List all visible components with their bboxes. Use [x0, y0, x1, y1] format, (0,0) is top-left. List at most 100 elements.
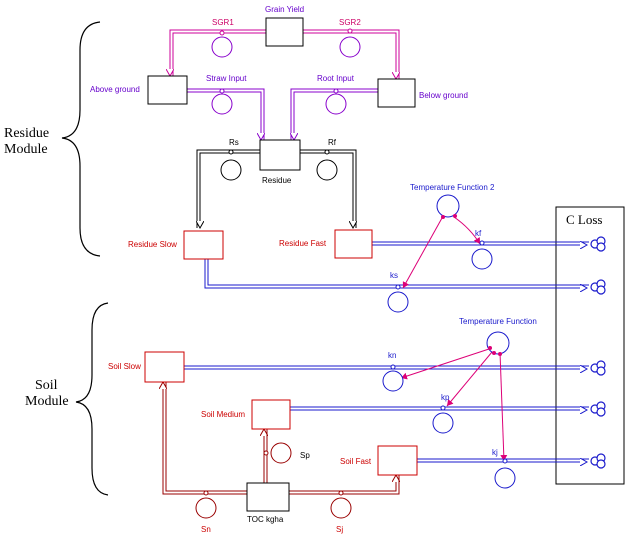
- c-loss-label: C Loss: [566, 212, 602, 227]
- kp-converter[interactable]: [432, 412, 454, 434]
- kp-label: kp: [441, 393, 450, 402]
- residue-slow-label: Residue Slow: [128, 240, 177, 249]
- connector-tf2-to-kf: [453, 216, 481, 245]
- valve-icon: [324, 149, 330, 155]
- rf-label: Rf: [328, 138, 337, 147]
- toc-stock[interactable]: [246, 482, 290, 512]
- flow-toc-to-soil-slow: [165, 382, 247, 492]
- valve-icon: [228, 149, 234, 155]
- above-ground-label: Above ground: [90, 85, 140, 94]
- rs-converter[interactable]: [220, 159, 242, 181]
- connector-tf-to-kp: [446, 351, 493, 407]
- straw-input-converter[interactable]: [211, 93, 233, 115]
- flow-residue-slow-to-closs-inner: [207, 259, 589, 286]
- sgr2-converter[interactable]: [339, 36, 361, 58]
- soil-fast-stock[interactable]: [377, 445, 418, 476]
- flow-below-to-residue: [290, 88, 378, 140]
- valve-icon: [338, 490, 344, 496]
- valve-icon: [219, 30, 225, 36]
- temperature-function-converter[interactable]: [486, 331, 510, 355]
- sp-converter[interactable]: [270, 442, 292, 464]
- residue-fast-stock[interactable]: [334, 229, 373, 259]
- sgr1-converter[interactable]: [211, 36, 233, 58]
- sn-label: Sn: [201, 525, 211, 534]
- root-input-converter[interactable]: [325, 93, 347, 115]
- below-ground-stock[interactable]: [377, 78, 416, 108]
- valve-icon: [203, 490, 209, 496]
- residue-slow-stock[interactable]: [183, 230, 224, 260]
- above-ground-stock[interactable]: [147, 75, 188, 105]
- valve-icon: [479, 240, 485, 246]
- kn-converter[interactable]: [382, 370, 404, 392]
- soil-module-brace: [75, 302, 109, 496]
- cloud-icon: [590, 401, 606, 417]
- sj-converter[interactable]: [330, 497, 352, 519]
- connector-node-icon: [498, 352, 502, 356]
- flow-residue-to-slow-inner: [200, 152, 260, 228]
- valve-icon: [347, 28, 353, 34]
- grain-yield-label: Grain Yield: [265, 5, 304, 14]
- straw-input-label: Straw Input: [206, 74, 247, 83]
- soil-module-label-line2: Module: [25, 394, 69, 409]
- temperature-function-label: Temperature Function: [459, 317, 537, 326]
- ks-converter[interactable]: [387, 291, 409, 313]
- connector-node-icon: [441, 215, 445, 219]
- connector-tf2-to-ks: [402, 217, 443, 289]
- soil-slow-label: Soil Slow: [108, 362, 141, 371]
- soil-medium-label: Soil Medium: [201, 410, 245, 419]
- valve-icon: [390, 364, 396, 370]
- kf-label: kf: [475, 229, 482, 238]
- flow-toc-to-soil-fast: [289, 475, 396, 492]
- kf-converter[interactable]: [471, 248, 493, 270]
- cloud-icon: [590, 279, 606, 295]
- flow-toc-to-soil-slow-inner: [163, 382, 247, 495]
- connector-node-icon: [488, 346, 492, 350]
- flow-residue-to-fast: [300, 149, 357, 228]
- flow-above-to-residue-inner: [187, 91, 261, 140]
- valve-icon: [333, 88, 339, 94]
- residue-module-brace: [61, 21, 101, 257]
- cloud-icon: [590, 360, 606, 376]
- ks-label: ks: [390, 271, 398, 280]
- cloud-icon: [590, 453, 606, 469]
- sp-label: Sp: [300, 451, 310, 460]
- connector-node-icon: [492, 351, 496, 355]
- valve-icon: [263, 450, 269, 456]
- flow-residue-to-slow: [196, 149, 260, 228]
- flow-toc-to-soil-fast-inner: [289, 475, 400, 495]
- flow-grain-to-below: [303, 29, 400, 79]
- connector-node-icon: [453, 214, 457, 218]
- soil-medium-stock[interactable]: [251, 399, 291, 430]
- soil-module-label-line1: Soil: [35, 378, 58, 393]
- rf-converter[interactable]: [316, 159, 338, 181]
- residue-stock[interactable]: [259, 139, 301, 171]
- below-ground-label: Below ground: [419, 91, 468, 100]
- flow-residue-to-fast-inner: [300, 152, 353, 228]
- cloud-icon: [590, 236, 606, 252]
- soil-slow-stock[interactable]: [144, 351, 185, 383]
- kj-converter[interactable]: [494, 467, 516, 489]
- root-input-label: Root Input: [317, 74, 355, 83]
- flow-grain-to-below-inner: [303, 32, 396, 79]
- valve-icon: [219, 88, 225, 94]
- valve-icon: [395, 284, 401, 290]
- temperature-function-2-converter[interactable]: [436, 194, 460, 218]
- soil-fast-label: Soil Fast: [340, 457, 372, 466]
- valve-icon: [440, 405, 446, 411]
- c-loss-box: [555, 206, 625, 485]
- residue-label: Residue: [262, 176, 292, 185]
- flow-grain-to-above: [172, 32, 266, 76]
- flow-residue-slow-to-closs: [204, 259, 587, 288]
- kn-label: kn: [388, 351, 396, 360]
- grain-yield-stock[interactable]: [265, 17, 304, 47]
- rs-label: Rs: [229, 138, 239, 147]
- sgr2-label: SGR2: [339, 18, 361, 27]
- residue-fast-label: Residue Fast: [279, 239, 327, 248]
- connector-tf-to-kn: [400, 348, 490, 380]
- toc-label: TOC kgha: [247, 515, 284, 524]
- flow-below-to-residue-inner: [294, 91, 378, 140]
- sgr1-label: SGR1: [212, 18, 234, 27]
- sn-converter[interactable]: [195, 497, 217, 519]
- temperature-function-2-label: Temperature Function 2: [410, 183, 495, 192]
- kj-label: kj: [492, 448, 498, 457]
